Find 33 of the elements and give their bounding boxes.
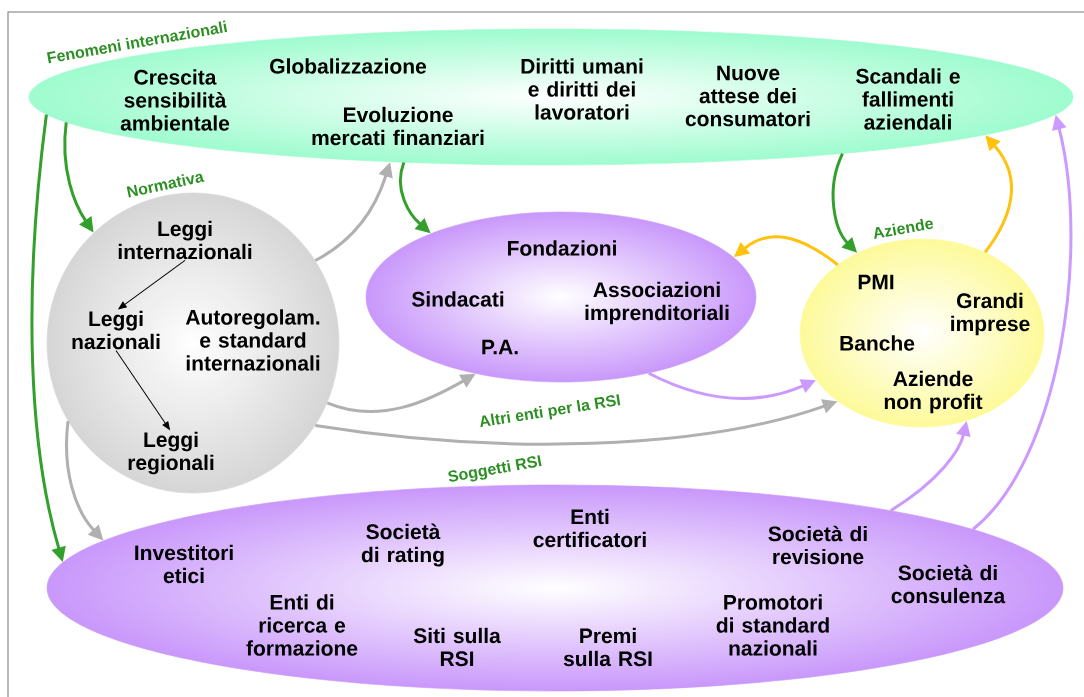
law-label: Leggi internazionali [118,220,252,260]
item-label: Premi sulla RSI [563,627,652,667]
item-label: Diritti umani e diritti dei lavoratori [521,58,643,120]
item-label: Globalizzazione [270,58,427,74]
law-label: Leggi regionali [128,431,214,475]
item-label: P.A. [482,339,518,355]
item-label: Banche [840,335,915,351]
item-label: Società di consulenza [891,564,1006,604]
group-heading: Normativa [126,173,205,198]
item-label: Evoluzione mercati finanziari [312,106,484,146]
item-label: Fondazioni [508,240,616,256]
item-label: Aziende non profit [884,370,983,414]
item-label: Società di revisione [768,525,867,565]
item-label: Enti di ricerca e formazione [246,594,358,656]
arrow [115,349,170,430]
group-heading: Aziende [874,218,934,239]
item-label: Nuove attese dei consumatori [685,65,810,127]
item-label: Grandi imprese [951,292,1030,336]
item-label: Sindacati [411,291,504,307]
item-label: Associazioni imprenditoriali [585,281,729,325]
group-heading: Soggetti RSI [448,455,542,482]
item-label: Enti certificatori [533,508,646,548]
item-label: Società di rating [361,523,444,567]
group-heading: Altri enti per la RSI [480,394,621,428]
item-label: Siti sulla RSI [413,627,501,667]
item-label: Crescita sensibilità ambientale [120,69,230,131]
arrow [118,259,186,310]
item-label: Promotori di standard nazionali [716,594,829,656]
law-label: Leggi nazionali [72,310,160,350]
item-label: PMI [858,274,894,290]
item-label: Scandali e fallimenti aziendali [856,68,960,130]
item-label: Autoregolam. e standard internazionali [185,309,320,371]
item-label: Investitori etici [135,544,233,584]
